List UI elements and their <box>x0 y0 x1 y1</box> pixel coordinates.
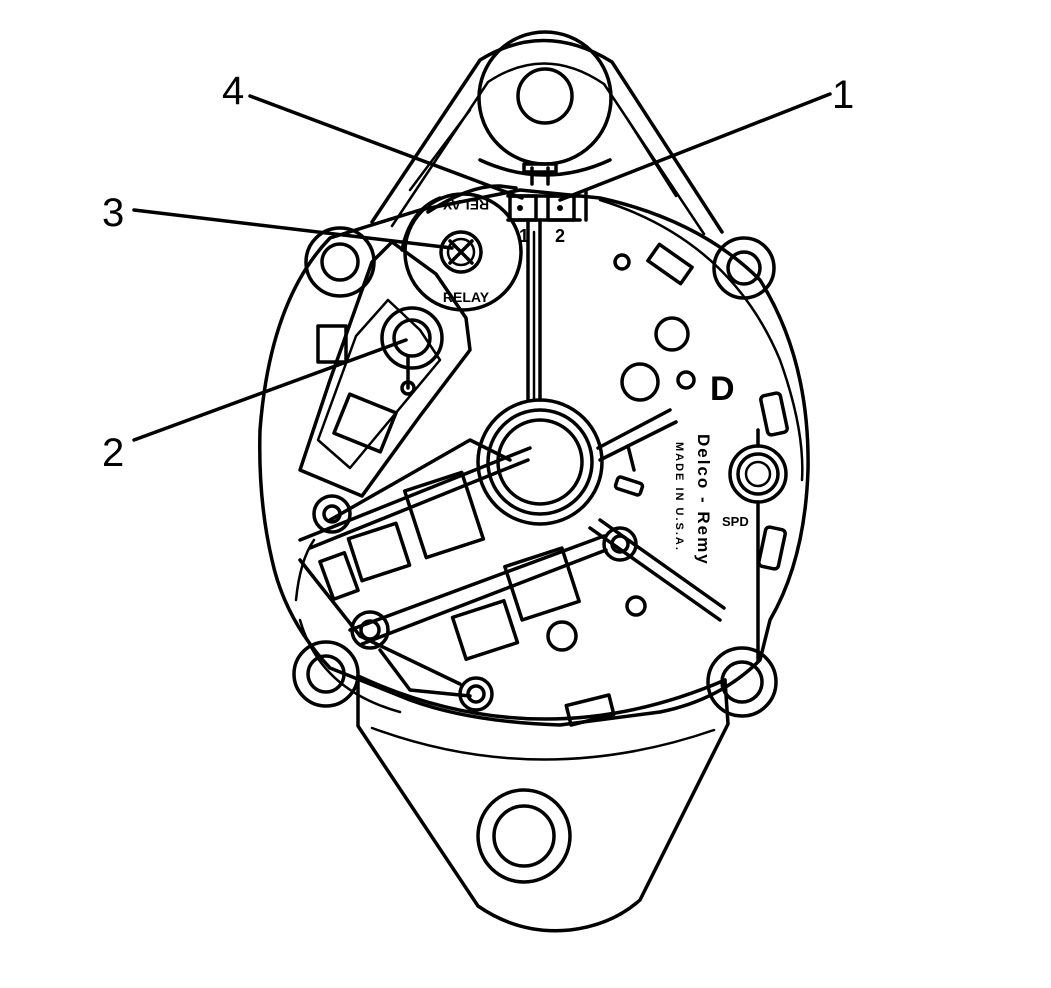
terminal-1-label: 1 <box>519 226 529 246</box>
right-features: D Delco - Remy MADE IN U.S.A. SPD <box>613 242 789 662</box>
terminal-2-label: 2 <box>555 226 565 246</box>
terminal-block: 1 2 <box>506 162 588 402</box>
callout-1: 1 <box>832 73 854 117</box>
made-in-text: MADE IN U.S.A. <box>673 442 685 552</box>
callouts: 4 1 3 2 <box>102 69 854 475</box>
bottom-mounting-ear <box>356 674 730 933</box>
brand-text: Delco - Remy <box>694 434 713 566</box>
callout-2: 2 <box>102 431 124 475</box>
delco-d-mark: D <box>710 370 735 408</box>
spd-label: SPD <box>722 514 749 529</box>
callout-4: 4 <box>222 69 244 113</box>
relay-terminal: RELAY RELAY <box>400 184 523 312</box>
relay-text-top: RELAY <box>442 197 489 213</box>
leader-3 <box>132 208 454 250</box>
callout-3: 3 <box>102 191 124 235</box>
leader-1 <box>558 92 832 202</box>
callout-leaders <box>132 92 832 442</box>
rectifier-plate <box>298 408 726 727</box>
leader-4 <box>248 94 524 200</box>
left-bracket <box>294 240 472 602</box>
leader-2 <box>132 338 408 442</box>
